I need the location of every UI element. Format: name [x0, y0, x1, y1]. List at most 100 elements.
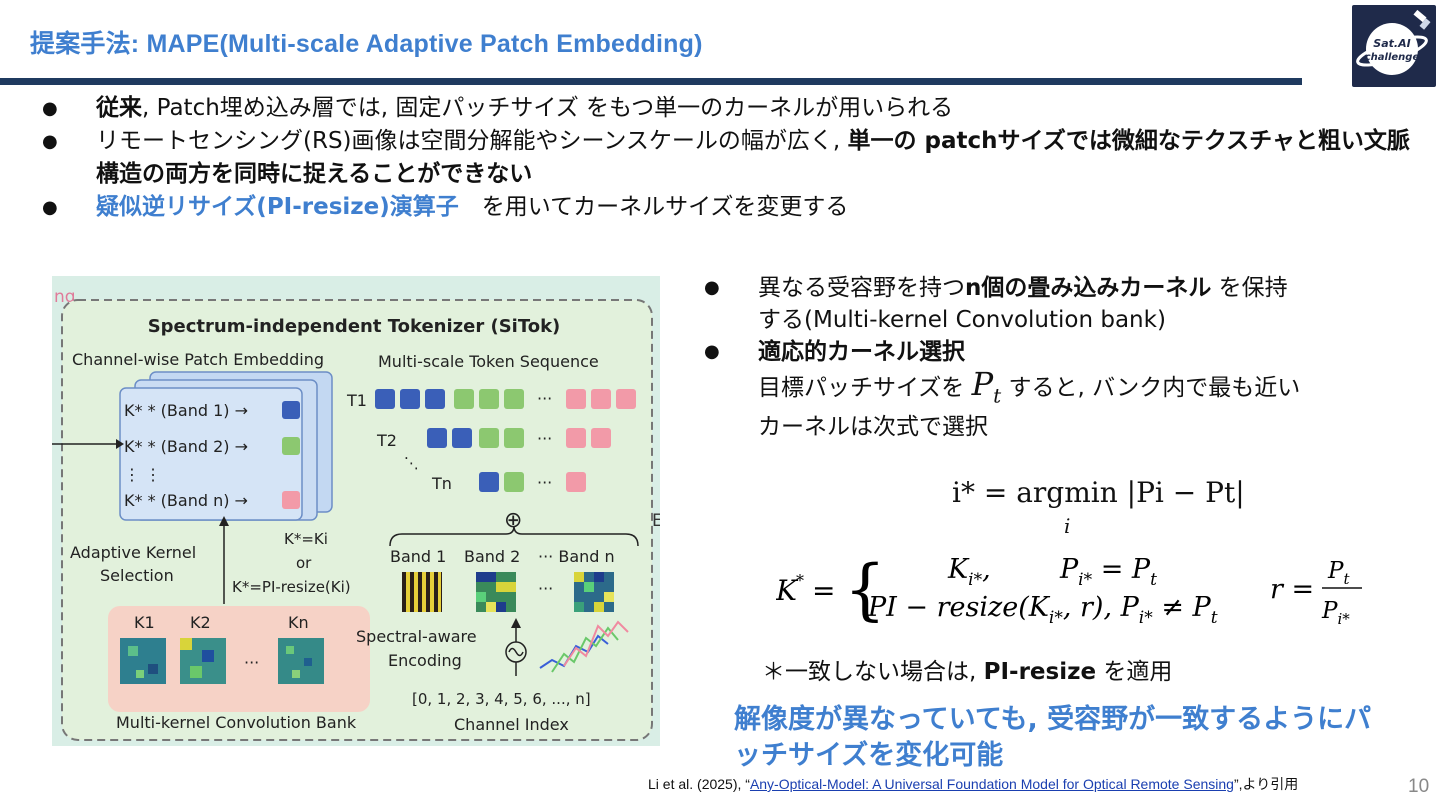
bullet-bold: n個の畳み込みカーネル — [965, 275, 1212, 301]
kernel-k1 — [120, 638, 166, 684]
kernel-kn — [278, 638, 324, 684]
citation: Li et al. (2025), “Any-Optical-Model: A … — [648, 774, 1298, 794]
bullet-highlight: 疑似逆リサイズ(PI-resize)演算子 — [96, 194, 459, 220]
bullet-text: する(Multi-kernel Convolution bank) — [758, 307, 1166, 333]
right-bullet-section: ● 異なる受容野を持つn個の畳み込みカーネル を保持 する(Multi-kerne… — [700, 272, 1400, 443]
detail-text: 目標パッチサイズを — [758, 375, 972, 401]
svg-text:⋱: ⋱ — [404, 454, 419, 472]
bullet-pi-resize: ●疑似逆リサイズ(PI-resize)演算子 を用いてカーネルサイズを変更する — [40, 191, 1430, 224]
figure-dots: ··· — [538, 579, 553, 598]
figure-kselect-text: or — [296, 554, 312, 572]
figure-row-bandn: K* * (Band n) → — [124, 491, 248, 510]
figure-band-label: Band 2 — [464, 547, 520, 566]
bullet-bold: 従来 — [96, 95, 142, 121]
pi-resize-note: ＊一致しない場合は, PI-resize を適用 — [762, 652, 1172, 686]
figure-spectral-label: Encoding — [388, 651, 462, 670]
svg-text:PI − resize(Ki*, r), Pi* ≠ Pt: PI − resize(Ki*, r), Pi* ≠ Pt — [867, 592, 1218, 628]
kernel-selection-equation: K * = { Ki*, Pi* = Pt PI − resize(Ki*, r… — [775, 548, 1376, 638]
svg-text:r =: r = — [1270, 574, 1314, 605]
bullet-adaptive-selection: ● 適応的カーネル選択 — [700, 336, 1400, 368]
figure-kernel-label: K2 — [190, 613, 211, 632]
title-divider — [0, 78, 1302, 85]
figure-oplus: ⊕ — [504, 508, 522, 533]
figure-fragment-text: E — [652, 511, 660, 531]
detail-text: すると, バンク内で最も近い — [1001, 375, 1301, 401]
figure-token-t2: T2 — [376, 431, 397, 450]
svg-text:Ki*,: Ki*, — [947, 554, 991, 590]
bullet-text: 異なる受容野を持つ — [758, 275, 965, 301]
svg-text:{: { — [844, 551, 886, 628]
figure-token-tn: Tn — [431, 474, 452, 493]
figure-band-label: Band 1 — [390, 547, 446, 566]
svg-text:challenge: challenge — [1365, 52, 1420, 63]
bullet-dot: ● — [42, 197, 58, 218]
bullet-text: , Patch埋め込み層では, 固定パッチサイズ をもつ単一のカーネルが用いられ… — [142, 95, 954, 121]
argmin-subscript: i — [1064, 514, 1071, 538]
band2-image — [476, 572, 516, 612]
figure-row-band2: K* * (Band 2) → — [124, 437, 248, 456]
bandn-image — [574, 572, 614, 612]
figure-channel-index: [0, 1, 2, 3, 4, 5, 6, ..., n] — [412, 690, 591, 708]
figure-channel-label: Channel Index — [454, 715, 569, 734]
bullet-dot: ● — [704, 277, 720, 298]
citation-text: Li et al. (2025), “ — [648, 776, 750, 792]
challenge-logo: Sat.AI challenge — [1352, 5, 1436, 87]
sitok-architecture-figure: ng E Spectrum-independent Tokenizer (SiT… — [52, 276, 660, 746]
bullet-dot: ● — [42, 131, 58, 152]
figure-row-band1: K* * (Band 1) → — [124, 401, 248, 420]
bullet-text: を保持 — [1211, 275, 1288, 301]
figure-adaptive-label: Selection — [100, 566, 174, 585]
top-bullet-list: ● 従来, Patch埋め込み層では, 固定パッチサイズ をもつ単一のカーネルが用… — [40, 92, 1430, 224]
figure-cpe-label: Channel-wise Patch Embedding — [72, 350, 324, 369]
figure-fragment-text: ng — [54, 287, 76, 307]
detail-text: カーネルは次式で選択 — [758, 414, 988, 441]
argmin-equation-text: i* = argmin |Pi − Pt| — [952, 476, 1245, 509]
figure-adaptive-label: Adaptive Kernel — [70, 543, 196, 562]
bullet-dot: ● — [42, 98, 58, 119]
figure-mts-label: Multi-scale Token Sequence — [378, 352, 599, 371]
adaptive-selection-detail: 目標パッチサイズを Pt すると, バンク内で最も近い カーネルは次式で選択 — [700, 368, 1400, 443]
band1-image — [402, 572, 442, 612]
figure-kselect-text: K*=PI-resize(Ki) — [232, 578, 351, 596]
bullet-conventional: ● 従来, Patch埋め込み層では, 固定パッチサイズ をもつ単一のカーネルが用… — [40, 92, 1430, 125]
figure-kernel-label: K1 — [134, 613, 155, 632]
bullet-rs-images: ● リモートセンシング(RS)画像は空間分解能やシーンスケールの幅が広く, 単一の… — [40, 125, 1430, 191]
svg-text:Sat.AI: Sat.AI — [1373, 37, 1410, 50]
figure-row-ellipsis: ⋮ ⋮ — [124, 465, 161, 484]
figure-bank-label: Multi-kernel Convolution Bank — [116, 713, 357, 732]
slide-title: 提案手法: MAPE(Multi-scale Adaptive Patch Em… — [30, 30, 703, 58]
spectral-curves — [539, 620, 629, 673]
figure-dots: ··· — [537, 429, 552, 448]
figure-kernel-label: Kn — [288, 613, 309, 632]
token-row-tn — [479, 472, 586, 492]
figure-token-t1: T1 — [346, 391, 367, 410]
svg-text:K: K — [776, 574, 799, 607]
svg-text:Pi* = Pt: Pi* = Pt — [1059, 554, 1157, 590]
bullet-text: リモートセンシング(RS)画像は空間分解能やシーンスケールの幅が広く, — [96, 128, 848, 154]
kernel-k2 — [180, 638, 226, 684]
note-bold: PI-resize — [983, 659, 1097, 685]
figure-dots: ··· — [244, 653, 259, 672]
figure-dots: ··· — [537, 473, 552, 492]
bullet-multi-kernel: ● 異なる受容野を持つn個の畳み込みカーネル を保持 する(Multi-kerne… — [700, 272, 1400, 336]
citation-text: ”,より引用 — [1233, 776, 1299, 792]
pt-symbol: Pt — [971, 365, 1002, 408]
citation-link[interactable]: Any-Optical-Model: A Universal Foundatio… — [749, 776, 1234, 792]
page-number: 10 — [1408, 776, 1430, 797]
bullet-bold: 適応的カーネル選択 — [758, 339, 965, 365]
svg-text:Pt: Pt — [1327, 558, 1350, 588]
figure-kselect-text: K*=Ki — [284, 530, 328, 548]
bullet-bold: 単一の patchサイズでは微細なテクスチャと粗い文脈構造の両方を同時に捉えるこ… — [96, 128, 1410, 187]
figure-spectral-label: Spectral-aware — [356, 627, 477, 646]
svg-text:*: * — [796, 571, 804, 590]
svg-text:=: = — [812, 574, 835, 607]
token-row-t1 — [375, 389, 636, 409]
bullet-dot: ● — [704, 341, 720, 362]
argmin-equation: i* = argmin |Pi − Pt| i — [952, 476, 1245, 538]
figure-dots: ··· — [537, 389, 552, 408]
note-text: を適用 — [1096, 659, 1173, 685]
token-row-t2 — [427, 428, 611, 448]
note-text: ＊一致しない場合は, — [762, 659, 984, 685]
figure-header: Spectrum-independent Tokenizer (SiTok) — [148, 316, 561, 337]
svg-text:Pi*: Pi* — [1321, 598, 1350, 628]
